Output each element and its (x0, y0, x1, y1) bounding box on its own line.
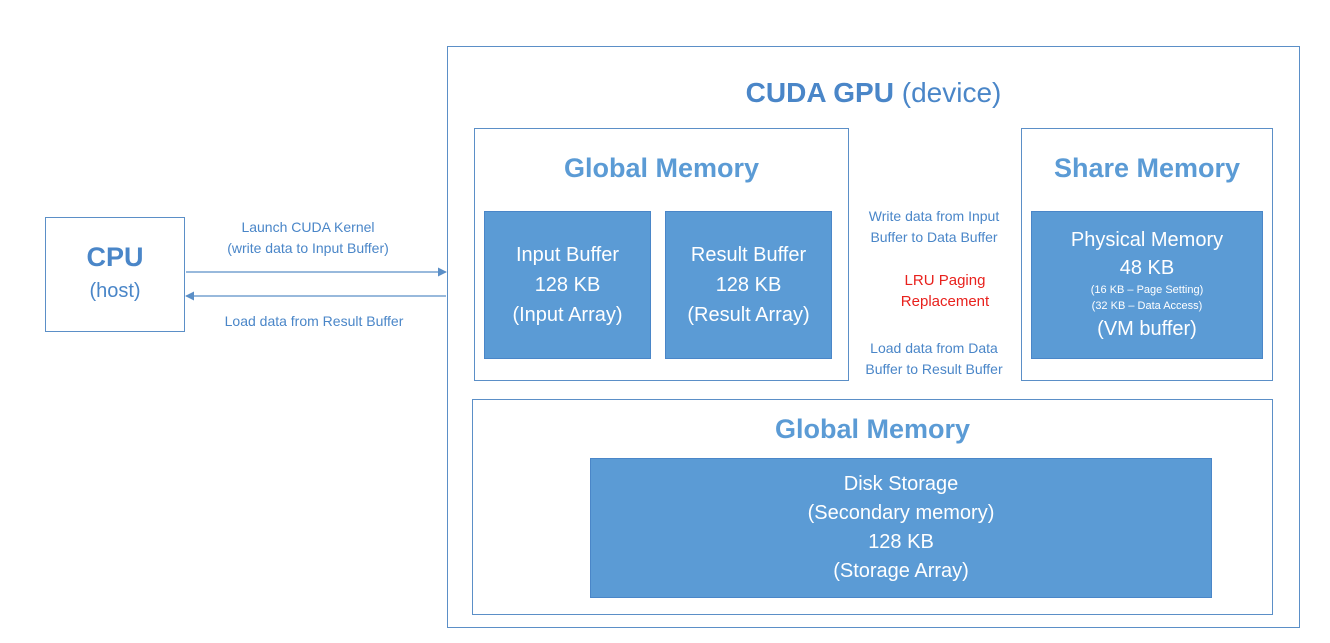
lru-paging-label: LRU Paging Replacement (900, 272, 990, 310)
load-data-label: Load data from Data Buffer to Result Buf… (865, 340, 1003, 377)
share-memory-title: Share Memory (1053, 153, 1241, 183)
write-data-label: Write data from Input Buffer to Data Buf… (868, 208, 1000, 245)
gpu-title: CUDA GPU (device) (745, 77, 1002, 108)
load-result-label: Load data from Result Buffer (224, 313, 404, 329)
global-memory-storage-title: Global Memory (774, 414, 971, 444)
result-buffer-box: Result Buffer 128 KB (Result Array) (665, 211, 832, 359)
cpu-box: CPU (host) (45, 217, 185, 332)
cpu-title: CPU (86, 242, 144, 272)
launch-kernel-label: Launch CUDA Kernel (write data to Input … (227, 219, 389, 256)
global-memory-title: Global Memory (563, 153, 760, 183)
cpu-subtitle: (host) (89, 280, 141, 302)
physical-memory-box: Physical Memory 48 KB (16 KB – Page Sett… (1031, 211, 1263, 359)
disk-storage-box: Disk Storage (Secondary memory) 128 KB (… (590, 458, 1212, 598)
input-buffer-box: Input Buffer 128 KB (Input Array) (484, 211, 651, 359)
